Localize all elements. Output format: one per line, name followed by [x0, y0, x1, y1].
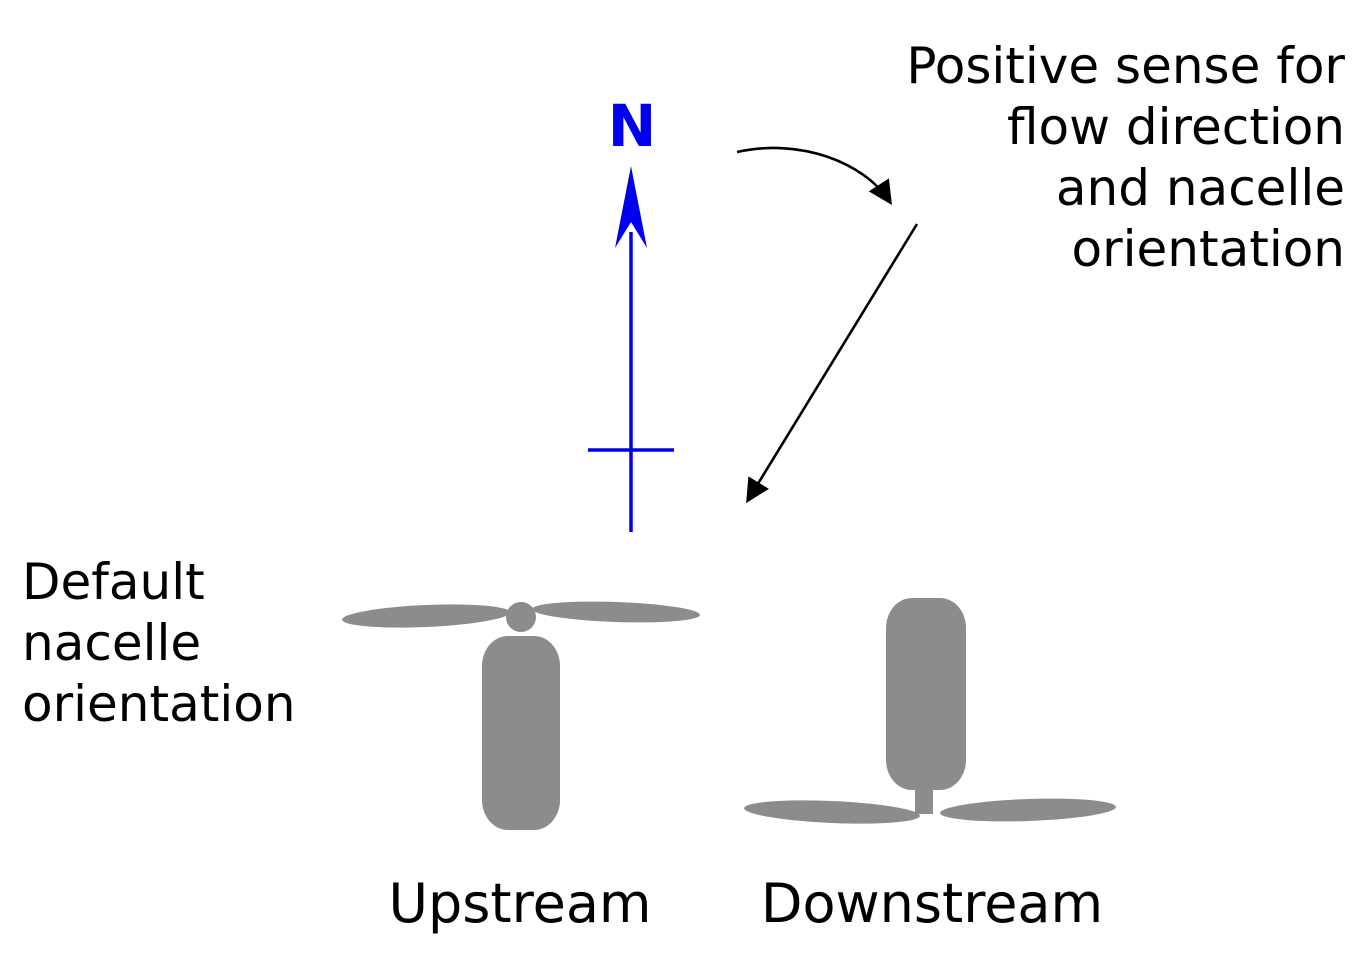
- north-label: N: [607, 92, 657, 160]
- downstream-turbine-icon: [744, 598, 1116, 824]
- upstream-turbine-icon: [342, 601, 700, 830]
- default-nacelle-label: Default nacelle orientation: [22, 553, 296, 733]
- north-arrow-icon: [588, 166, 674, 532]
- positive-sense-label: Positive sense for flow direction and na…: [906, 37, 1345, 278]
- positive-sense-arrow-icon: [736, 146, 919, 504]
- downstream-label: Downstream: [760, 872, 1104, 935]
- upstream-label: Upstream: [388, 872, 652, 935]
